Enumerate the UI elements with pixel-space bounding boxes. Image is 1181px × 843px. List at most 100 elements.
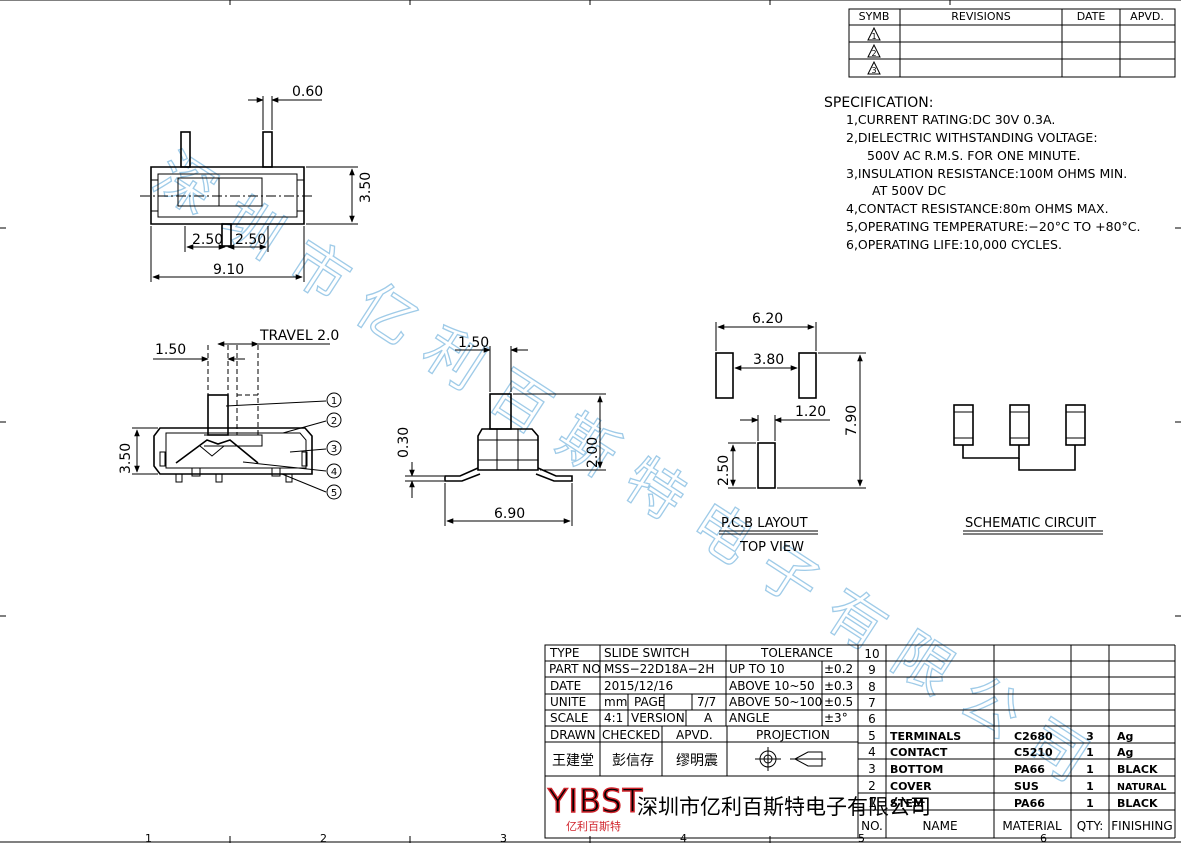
tb-partno-label: PART NO bbox=[549, 662, 601, 676]
revision-header-date: DATE bbox=[1077, 10, 1106, 23]
first-angle-projection-icon bbox=[755, 747, 826, 771]
callout-5: 5 bbox=[326, 484, 342, 500]
bom-row-3-material: PA66 bbox=[1014, 763, 1045, 776]
bom-row-4-material: C5210 bbox=[1014, 746, 1053, 759]
tb-tolerance-label: TOLERANCE bbox=[760, 646, 833, 660]
dim-travel: TRAVEL 2.0 bbox=[259, 328, 339, 344]
tb-checked-name: 彭信存 bbox=[612, 753, 654, 769]
bom-row-2-qty: 1 bbox=[1086, 780, 1094, 793]
bom-row-10-no: 10 bbox=[864, 647, 879, 661]
tb-tol-range-3: ABOVE 50~100 bbox=[729, 695, 822, 709]
bom-row-4-no: 4 bbox=[868, 745, 876, 759]
tb-company-name: 深圳市亿利百斯特电子有限公司 bbox=[637, 795, 931, 819]
dim-pin-width: 0.60 bbox=[292, 84, 323, 100]
callout-3: 3 bbox=[326, 440, 342, 456]
zone-mark-bottom-1: 1 bbox=[145, 832, 152, 843]
bom-row-1-material: PA66 bbox=[1014, 797, 1045, 810]
schematic-circuit: SCHEMATIC CIRCUIT bbox=[953, 404, 1103, 535]
schematic-title: SCHEMATIC CIRCUIT bbox=[965, 516, 1096, 531]
bom-row-4-qty: 1 bbox=[1086, 746, 1094, 759]
bom-header-name: NAME bbox=[922, 819, 957, 833]
tb-scale-value: 4:1 bbox=[604, 711, 623, 725]
bom-row-3-finishing: BLACK bbox=[1117, 763, 1158, 776]
svg-text:3: 3 bbox=[331, 444, 337, 455]
bom-row-7-no: 7 bbox=[868, 696, 876, 710]
revision-table: SYMB REVISIONS DATE APVD. 1 2 3 bbox=[848, 8, 1176, 78]
bom-row-5-finishing: Ag bbox=[1117, 730, 1133, 743]
spec-line-6: 6,OPERATING LIFE:10,000 CYCLES. bbox=[846, 237, 1062, 252]
dim-pcb-pad-height: 2.50 bbox=[716, 455, 732, 486]
dim-top-height: 3.50 bbox=[358, 172, 374, 203]
tb-tol-range-2: ABOVE 10~50 bbox=[729, 679, 815, 693]
svg-text:1: 1 bbox=[871, 32, 876, 41]
dim-side-height: 2.00 bbox=[585, 437, 601, 468]
spec-line-2b: 500V AC R.M.S. FOR ONE MINUTE. bbox=[867, 148, 1081, 163]
bom-header-material: MATERIAL bbox=[1002, 819, 1062, 833]
pcb-layout-drawing: 6.20 3.80 1.20 2.50 7.90 P.C.B LAYOUT TO… bbox=[715, 311, 866, 555]
side-view-drawing: 1.50 2.00 0.30 6.90 bbox=[396, 335, 606, 526]
spec-line-2: 2,DIELECTRIC WITHSTANDING VOLTAGE: bbox=[846, 130, 1098, 145]
tb-tol-value-1: ±0.2 bbox=[824, 662, 853, 676]
bom-row-3-name: BOTTOM bbox=[890, 763, 943, 776]
specification-block: SPECIFICATION: 1,CURRENT RATING:DC 30V 0… bbox=[824, 95, 1141, 252]
dim-pin-pitch-left: 2.50 bbox=[192, 232, 223, 248]
title-block: TYPE SLIDE SWITCH PART NO MSS−22D18A−2H … bbox=[544, 644, 931, 839]
spec-line-4: 4,CONTACT RESISTANCE:80m OHMS MAX. bbox=[846, 201, 1109, 216]
tb-scale-label: SCALE bbox=[550, 711, 588, 725]
tb-type-label: TYPE bbox=[549, 646, 579, 660]
bom-row-1-name: STEM bbox=[890, 797, 924, 810]
svg-text:2: 2 bbox=[871, 49, 876, 58]
bom-row-4-finishing: Ag bbox=[1117, 746, 1133, 759]
bom-row-5-qty: 3 bbox=[1086, 730, 1094, 743]
specification-title: SPECIFICATION: bbox=[824, 95, 933, 111]
tb-tol-value-4: ±3° bbox=[824, 711, 848, 725]
revision-header-revisions: REVISIONS bbox=[951, 10, 1010, 23]
dim-pcb-height: 7.90 bbox=[844, 405, 860, 436]
bom-row-5-no: 5 bbox=[868, 729, 876, 743]
revision-header-symb: SYMB bbox=[859, 10, 890, 23]
tb-drawn-name: 王建堂 bbox=[552, 753, 594, 769]
tb-unite-value: mm bbox=[604, 695, 627, 709]
tb-date-label: DATE bbox=[550, 679, 581, 693]
bom-row-2-finishing: NATURAL bbox=[1117, 782, 1166, 793]
tb-tol-range-4: ANGLE bbox=[729, 711, 770, 725]
dim-terminal-thickness: 0.30 bbox=[396, 427, 412, 458]
bom-row-2-name: COVER bbox=[890, 780, 932, 793]
dim-pin-pitch-right: 2.50 bbox=[235, 232, 266, 248]
bom-row-1-no: 1 bbox=[868, 796, 876, 810]
svg-text:1: 1 bbox=[331, 396, 337, 407]
tb-projection-label: PROJECTION bbox=[756, 728, 830, 742]
tb-unite-label: UNITE bbox=[550, 695, 586, 709]
bom-header-qty: QTY: bbox=[1077, 819, 1104, 833]
dim-pcb-total: 6.20 bbox=[752, 311, 783, 327]
revision-symbol-triangle-1: 1 bbox=[867, 26, 881, 41]
tb-page-value: 7/7 bbox=[697, 695, 716, 709]
bom-row-1-qty: 1 bbox=[1086, 797, 1094, 810]
pcb-top-view-label: TOP VIEW bbox=[739, 540, 804, 555]
tb-tol-range-1: UP TO 10 bbox=[729, 662, 785, 676]
tb-checked-label: CHECKED bbox=[602, 728, 660, 742]
dim-side-stem: 1.50 bbox=[458, 335, 489, 351]
revision-symbol-triangle-2: 2 bbox=[867, 43, 881, 58]
tb-tol-value-2: ±0.3 bbox=[824, 679, 853, 693]
bom-row-4-name: CONTACT bbox=[890, 746, 948, 759]
callout-1: 1 bbox=[326, 392, 342, 408]
svg-text:亿利百斯特: 亿利百斯特 bbox=[566, 819, 621, 833]
tb-drawn-label: DRAWN bbox=[550, 728, 596, 742]
zone-mark-bottom-2: 2 bbox=[320, 832, 327, 843]
revision-header-apvd: APVD. bbox=[1130, 10, 1164, 23]
company-logo: YIBST 亿利百斯特 bbox=[546, 781, 643, 833]
spec-line-3b: AT 500V DC bbox=[872, 183, 946, 198]
spec-line-1: 1,CURRENT RATING:DC 30V 0.3A. bbox=[846, 112, 1055, 127]
dim-side-width: 6.90 bbox=[494, 506, 525, 522]
bom-row-3-no: 3 bbox=[868, 762, 876, 776]
tb-version-label: VERSION bbox=[631, 711, 685, 725]
bom-row-8-no: 8 bbox=[868, 680, 876, 694]
bom-row-2-material: SUS bbox=[1014, 780, 1039, 793]
dim-pcb-inner: 3.80 bbox=[753, 352, 784, 368]
bom-header-finishing: FINISHING bbox=[1111, 819, 1172, 833]
callout-2: 2 bbox=[326, 412, 342, 428]
tb-type-value: SLIDE SWITCH bbox=[604, 646, 690, 660]
